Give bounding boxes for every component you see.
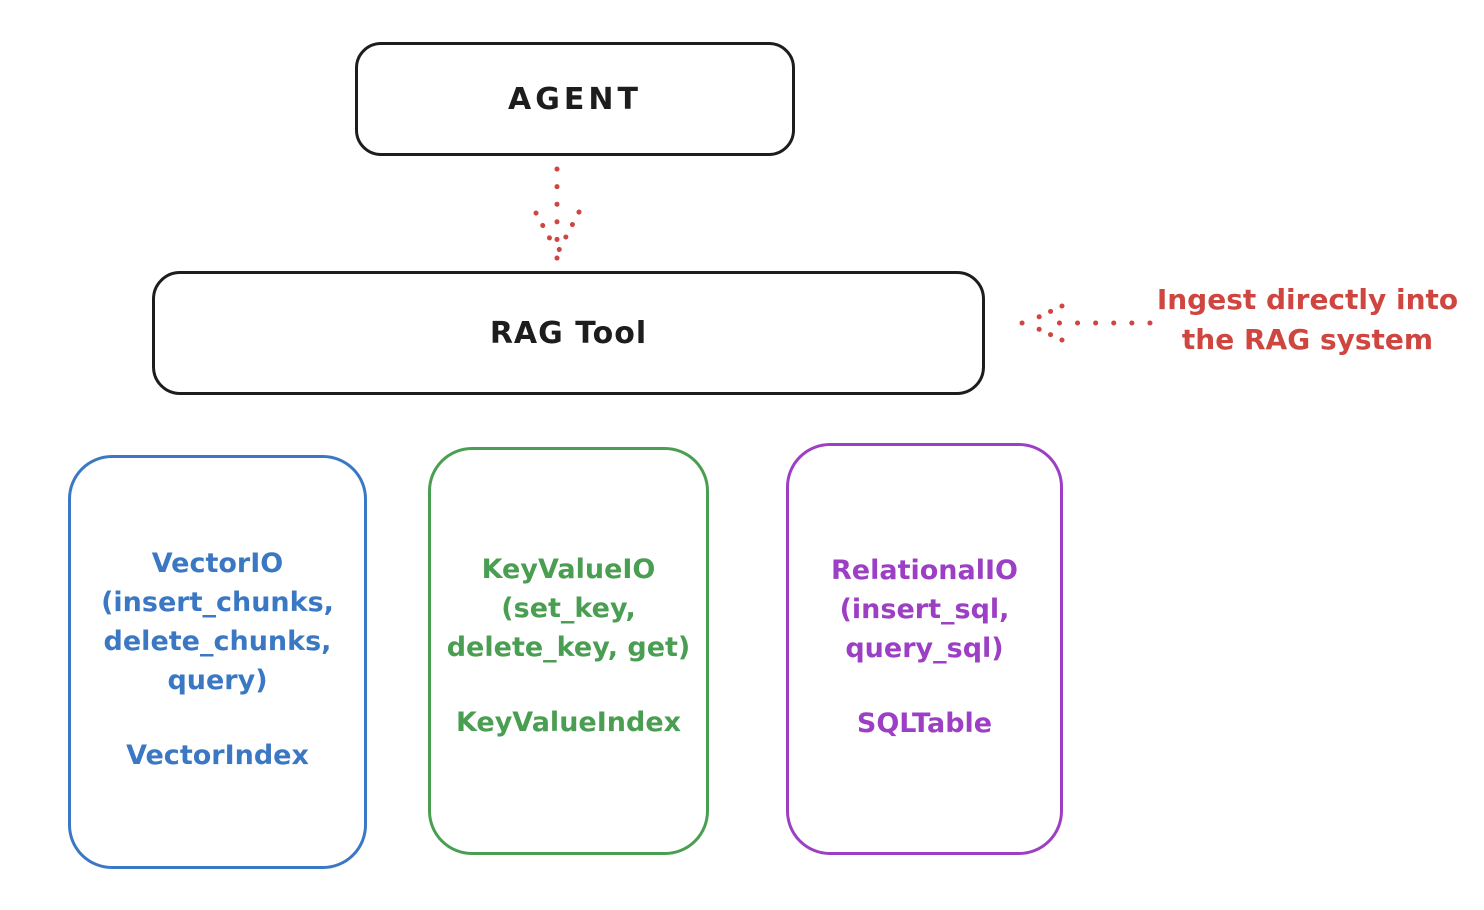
- ingest-annotation: Ingest directly into the RAG system: [1156, 283, 1459, 356]
- relational-io-methods: RelationalIO (insert_sql, query_sql): [831, 555, 1018, 664]
- agent-node: AGENT: [355, 42, 795, 156]
- key-value-index-label: KeyValueIndex: [455, 707, 682, 738]
- rag-tool-label: RAG Tool: [489, 315, 648, 351]
- rag-tool-node: RAG Tool: [152, 271, 985, 395]
- annotation-to-rag-tool-arrow: [1019, 303, 1153, 343]
- backend-node-relational-io: RelationalIO (insert_sql, query_sql) SQL…: [786, 443, 1063, 855]
- vector-index-label: VectorIndex: [126, 740, 309, 771]
- agent-label: AGENT: [508, 81, 642, 117]
- key-value-io-methods: KeyValueIO (set_key, delete_key, get): [446, 554, 691, 663]
- agent-to-rag-tool-arrow: [533, 166, 582, 261]
- sql-table-label: SQLTable: [856, 708, 993, 739]
- backend-node-key-value-io: KeyValueIO (set_key, delete_key, get) Ke…: [428, 447, 709, 855]
- backend-node-vector-io: VectorIO (insert_chunks, delete_chunks, …: [68, 455, 367, 869]
- vector-io-methods: VectorIO (insert_chunks, delete_chunks, …: [101, 548, 334, 696]
